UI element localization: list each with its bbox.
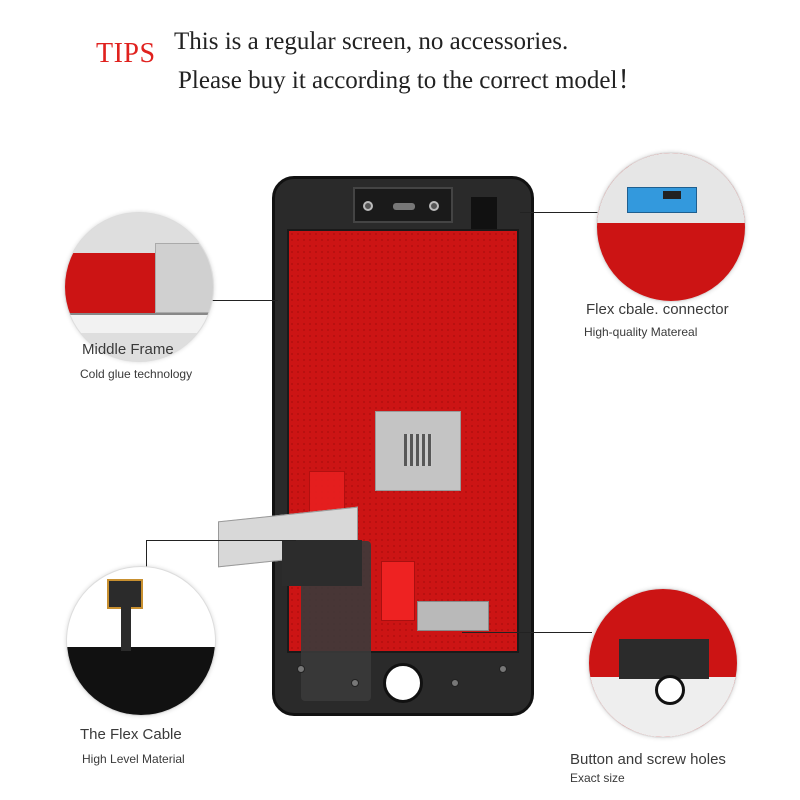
caption-flex-cable-subtitle: High Level Material — [82, 752, 185, 766]
caption-middle-frame-title: Middle Frame — [82, 341, 174, 358]
screw-hole-icon — [297, 665, 305, 673]
lcd-screen-assembly-icon — [272, 176, 534, 716]
tips-label: TIPS — [96, 38, 156, 69]
earpiece-bracket — [353, 187, 453, 223]
flex-connector-block — [471, 197, 497, 235]
caption-flex-cable-title: The Flex Cable — [80, 726, 182, 743]
caption-button-subtitle: Exact size — [570, 771, 625, 785]
camera-hole-icon — [363, 201, 373, 211]
flex-cable-detail-icon — [66, 566, 216, 716]
home-button-hole-icon — [383, 663, 423, 703]
caption-flex-connector-subtitle: High-quality Matereal — [584, 325, 698, 339]
flex-connector-detail-icon — [596, 152, 746, 302]
callout-line-flex-cable — [146, 540, 296, 541]
protective-tape — [381, 561, 415, 621]
flex-cable-connector — [282, 540, 362, 586]
speaker-grill-icon — [393, 203, 415, 210]
lcd-panel — [287, 229, 519, 701]
tips-line-2: Please buy it according to the correct m… — [178, 67, 643, 94]
caption-button-title: Button and screw holes — [570, 751, 726, 768]
caption-middle-frame-subtitle: Cold glue technology — [80, 367, 193, 381]
middle-frame-detail-icon — [64, 212, 214, 362]
shield-plate — [417, 601, 489, 631]
callout-line-flex-connector — [520, 212, 600, 213]
callout-line-middle-frame — [212, 300, 278, 301]
qr-label-sticker — [375, 411, 461, 491]
callout-line-button — [462, 632, 592, 633]
button-holes-detail-icon — [588, 588, 738, 738]
screw-hole-icon — [499, 665, 507, 673]
qr-code-icon — [404, 434, 432, 466]
tips-line-1: This is a regular screen, no accessories… — [174, 28, 569, 55]
screw-hole-icon — [351, 679, 359, 687]
screw-hole-icon — [451, 679, 459, 687]
sensor-hole-icon — [429, 201, 439, 211]
caption-flex-connector-title: Flex cbale. connector — [586, 301, 729, 318]
callout-line-flex-cable-drop — [146, 540, 147, 570]
